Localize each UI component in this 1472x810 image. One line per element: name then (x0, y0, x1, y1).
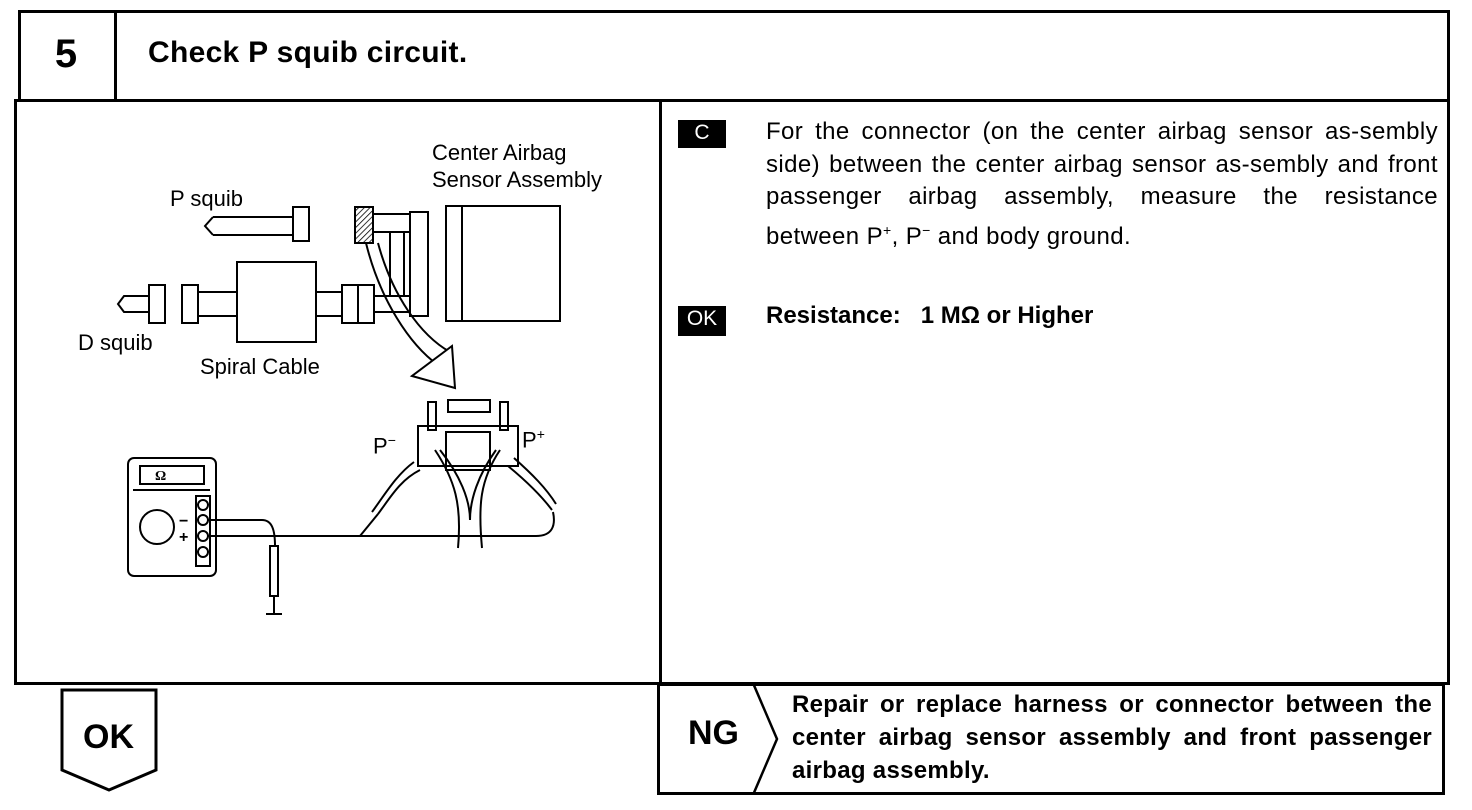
ng-label: NG (688, 714, 739, 752)
spiral-cable-box (236, 261, 317, 343)
d-squib-connector (148, 284, 166, 324)
p-minus-label: P− (373, 432, 396, 459)
ok-result-label: OK (83, 718, 134, 756)
d-squib-label: D squib (78, 330, 153, 355)
sensor-assembly-body (445, 205, 561, 322)
wiring-diagram: Ω − + (116, 205, 561, 615)
p-squib-label: P squib (170, 186, 243, 211)
page-title: Check P squib circuit. (148, 36, 468, 69)
center-airbag-label-2: Sensor Assembly (432, 167, 602, 192)
instruction-text: For the connector (on the center airbag … (766, 118, 1438, 250)
spiral-cable-label: Spiral Cable (200, 354, 320, 379)
svg-text:+: + (179, 529, 188, 546)
p-plus-label: P+ (522, 426, 545, 453)
ng-result-box (657, 683, 1445, 795)
connector-tag: C (678, 120, 726, 148)
resistance-spec: Resistance: 1 MΩ or Higher (766, 302, 1094, 329)
hatched-connector (354, 206, 374, 244)
ok-arrow-shape (60, 688, 158, 792)
ng-action-text: Repair or replace harness or connector b… (792, 691, 1432, 784)
svg-text:−: − (179, 513, 188, 530)
center-airbag-label-1: Center Airbag (432, 140, 567, 165)
p-squib-connector (292, 206, 310, 242)
ok-tag: OK (678, 306, 726, 336)
ng-arrow-divider (751, 683, 779, 795)
ohm-symbol: Ω (155, 469, 166, 484)
step-number: 5 (54, 31, 78, 76)
ohmmeter (127, 457, 217, 577)
